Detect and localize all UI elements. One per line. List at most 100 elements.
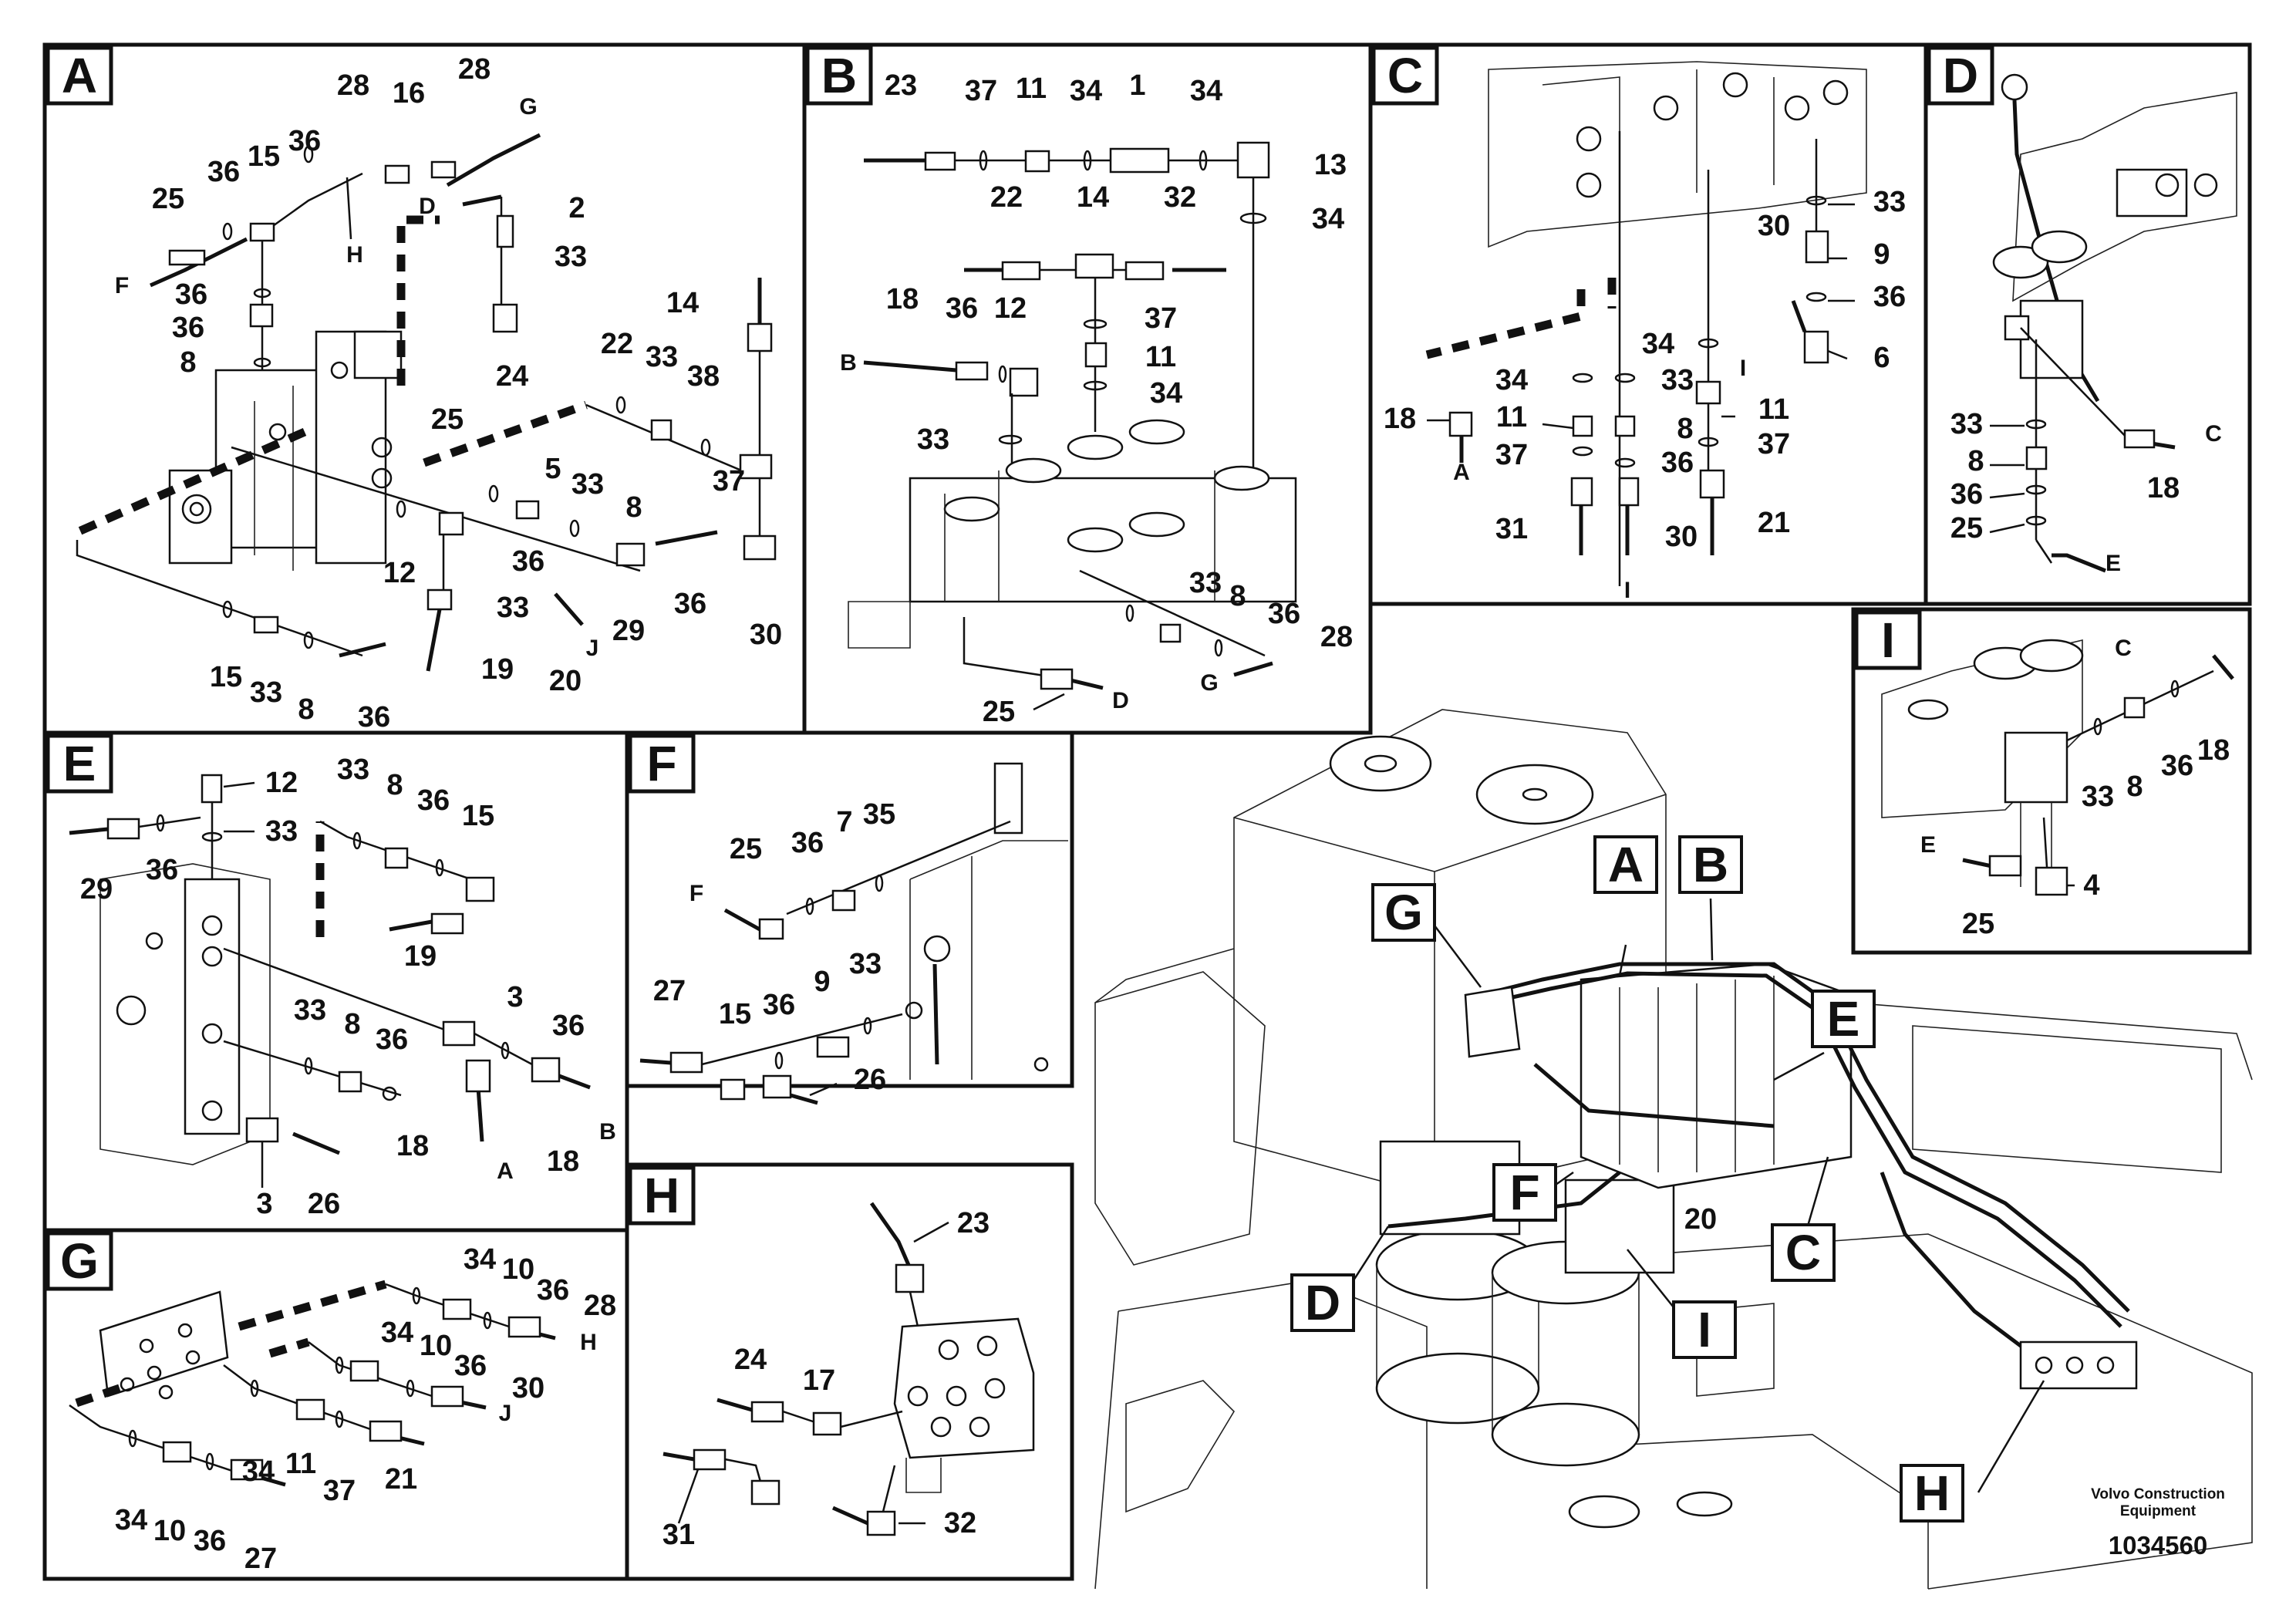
part-number-a-33: 33 — [646, 341, 678, 373]
part-number-b-37: 37 — [1145, 302, 1177, 335]
svg-text:B: B — [1693, 837, 1728, 892]
panel-g-letter: G — [60, 1233, 99, 1289]
part-number-f-35: 35 — [863, 798, 895, 831]
part-number-a-36: 36 — [288, 125, 321, 157]
part-number-c-33: 33 — [1873, 186, 1906, 218]
part-number-a-5: 5 — [544, 453, 561, 485]
panel-a-hose-19 — [339, 642, 386, 658]
part-number-g-36: 36 — [194, 1525, 226, 1557]
part-number-c-37: 37 — [1758, 428, 1790, 460]
part-number-e-36: 36 — [376, 1023, 408, 1056]
part-number-a-28: 28 — [458, 53, 491, 86]
part-number-a-33: 33 — [555, 241, 587, 273]
part-number-g-34: 34 — [115, 1504, 147, 1536]
part-number-c-6: 6 — [1873, 342, 1890, 374]
panel-e: E 12 — [42, 730, 629, 1233]
part-number-a-19: 19 — [481, 653, 514, 686]
panel-i-motor — [1881, 639, 2084, 887]
part-number-a-14: 14 — [666, 287, 699, 319]
part-number-f-33: 33 — [849, 948, 882, 980]
part-number-c-8: 8 — [1677, 413, 1693, 445]
part-number-c-30: 30 — [1665, 521, 1698, 553]
part-number-c-21: 21 — [1758, 507, 1790, 539]
overview-number: 20 — [1684, 1203, 1717, 1236]
part-number-a-33: 33 — [571, 468, 604, 501]
part-number-i-33: 33 — [2082, 781, 2114, 813]
footer-company-line1: Volvo Construction — [2091, 1486, 2225, 1502]
connection-tag-a-g: G — [519, 94, 537, 120]
part-number-f-26: 26 — [854, 1064, 886, 1096]
part-number-g-37: 37 — [323, 1475, 356, 1507]
part-number-a-20: 20 — [549, 665, 582, 697]
part-number-e-3: 3 — [256, 1188, 272, 1220]
part-number-a-33: 33 — [250, 676, 282, 709]
panel-a-hose-g — [446, 133, 541, 187]
part-number-i-25: 25 — [1962, 908, 1994, 940]
part-number-f-36: 36 — [763, 989, 795, 1021]
part-number-i-8: 8 — [2126, 771, 2143, 803]
part-number-a-36: 36 — [358, 701, 390, 733]
part-number-f-9: 9 — [814, 966, 830, 998]
part-number-a-8: 8 — [180, 346, 196, 379]
part-number-e-29: 29 — [80, 873, 113, 905]
svg-text:D: D — [1305, 1275, 1340, 1330]
part-number-e-36: 36 — [417, 784, 450, 817]
part-number-g-27: 27 — [244, 1543, 277, 1575]
connection-tag-a-h: H — [346, 242, 363, 268]
part-number-a-25: 25 — [431, 403, 464, 436]
callout-h: H — [1900, 1464, 1964, 1523]
part-number-b-36: 36 — [1268, 598, 1300, 630]
part-number-d-33: 33 — [1950, 408, 1983, 440]
part-number-a-22: 22 — [601, 328, 633, 360]
callout-b: B — [1678, 835, 1743, 894]
callout-g: G — [1371, 883, 1436, 942]
part-number-a-30: 30 — [750, 619, 782, 651]
part-number-h-31: 31 — [663, 1519, 695, 1551]
part-number-b-34: 34 — [1070, 75, 1102, 107]
part-number-a-36: 36 — [175, 278, 207, 311]
part-number-f-15: 15 — [719, 998, 751, 1030]
panel-d: D 33 8 36 25 18 C E — [1923, 42, 2252, 606]
connection-tag-e-a: A — [497, 1158, 514, 1184]
part-number-b-33: 33 — [917, 423, 949, 456]
part-number-e-36: 36 — [146, 854, 178, 886]
part-number-g-10: 10 — [153, 1515, 186, 1547]
part-number-a-28: 28 — [337, 69, 369, 102]
part-number-b-34: 34 — [1150, 377, 1182, 410]
part-number-h-24: 24 — [734, 1344, 767, 1376]
part-number-e-15: 15 — [462, 800, 494, 832]
part-number-a-33: 33 — [497, 592, 529, 624]
connection-tag-a-f: F — [115, 273, 129, 298]
part-number-g-10: 10 — [502, 1253, 534, 1286]
part-number-b-33: 33 — [1189, 567, 1222, 599]
part-number-b-23: 23 — [885, 69, 917, 102]
part-number-h-23: 23 — [957, 1207, 990, 1239]
part-number-e-18: 18 — [547, 1145, 579, 1178]
part-number-a-8: 8 — [298, 693, 314, 726]
part-number-a-16: 16 — [393, 77, 425, 110]
panel-h-manifold — [893, 1317, 1035, 1493]
callout-a: A — [1593, 835, 1658, 894]
panel-b: B — [802, 42, 1373, 735]
part-number-g-10: 10 — [420, 1330, 452, 1362]
part-number-b-22: 22 — [990, 181, 1023, 214]
panel-g: G 34 10 36 — [42, 1228, 629, 1581]
connection-tag-g-j: J — [499, 1401, 512, 1426]
callout-c: C — [1771, 1223, 1836, 1282]
part-number-c-31: 31 — [1495, 513, 1528, 545]
part-number-c-36: 36 — [1661, 447, 1694, 479]
svg-text:C: C — [1785, 1225, 1821, 1280]
part-number-g-30: 30 — [512, 1372, 544, 1404]
panel-a-valve-block — [168, 330, 403, 571]
part-number-e-3: 3 — [507, 981, 523, 1013]
part-number-e-12: 12 — [265, 767, 298, 799]
part-number-i-36: 36 — [2161, 750, 2193, 782]
part-number-a-37: 37 — [713, 465, 745, 497]
panel-f-letter: F — [646, 736, 676, 791]
callout-i: I — [1672, 1300, 1737, 1359]
part-number-b-1: 1 — [1129, 69, 1145, 102]
part-number-g-34: 34 — [464, 1243, 496, 1276]
part-number-e-36: 36 — [552, 1010, 585, 1042]
part-number-a-2: 2 — [568, 192, 585, 224]
